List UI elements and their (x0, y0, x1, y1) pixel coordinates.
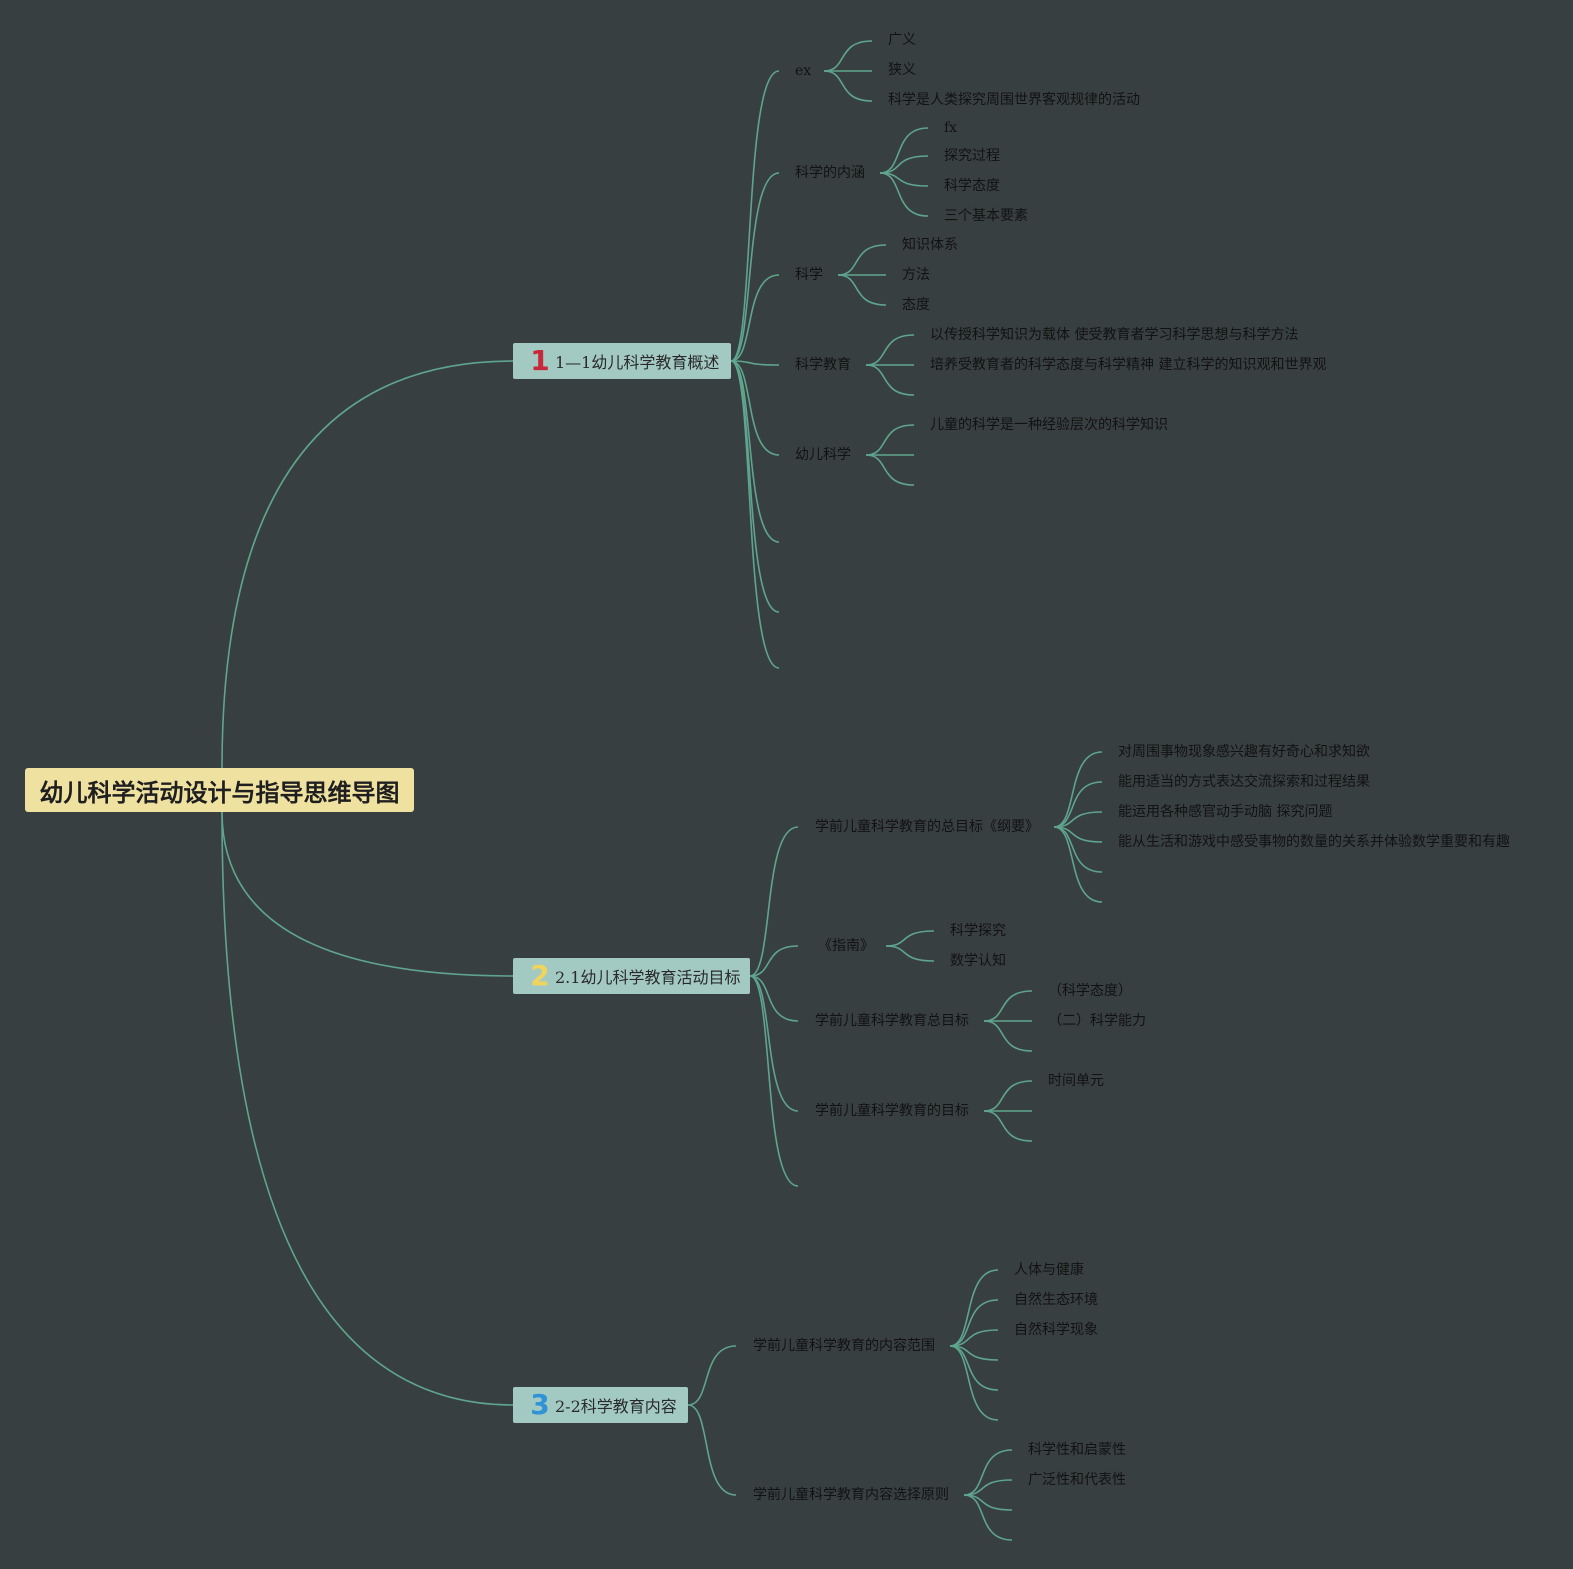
topic-guide[interactable]: 《指南》 (818, 938, 874, 954)
leaf-natural-phenomena[interactable]: 自然科学现象 (1014, 1322, 1098, 1338)
leaf-ecology[interactable]: 自然生态环境 (1014, 1292, 1098, 1308)
connector-line-11 (823, 40, 873, 72)
leaf-experience-knowledge[interactable]: 儿童的科学是一种经验层次的科学知识 (930, 417, 1168, 433)
topic-general-goal[interactable]: 学前儿童科学教育总目标 (815, 1013, 969, 1029)
topic-education-goal[interactable]: 学前儿童科学教育的目标 (815, 1103, 969, 1119)
connector-line-31 (749, 975, 799, 1187)
connector-line-32 (1053, 751, 1103, 828)
connector-line-4 (730, 172, 780, 362)
leaf-body-health[interactable]: 人体与健康 (1014, 1262, 1084, 1278)
leaf-science-inquiry[interactable]: 科学探究 (950, 923, 1006, 939)
connector-line-28 (749, 945, 799, 977)
topic-ex[interactable]: ex (795, 63, 812, 79)
connector-line-8 (730, 360, 780, 543)
connector-line-39 (885, 945, 935, 962)
connector-line-0 (221, 360, 514, 769)
leaf-senses[interactable]: 能运用各种感官动手动脑 探究问题 (1118, 804, 1333, 820)
leaf-inquiry-process[interactable]: 探究过程 (944, 148, 1000, 164)
leaf-curiosity[interactable]: 对周围事物现象感兴趣有好奇心和求知欲 (1118, 744, 1370, 760)
leaf-time-unit[interactable]: 时间单元 (1048, 1073, 1104, 1089)
branch-1-label: 1—1幼儿科学教育概述 (555, 353, 720, 372)
connector-line-38 (885, 930, 935, 947)
connector-line-54 (963, 1449, 1013, 1496)
topic-science[interactable]: 科学 (795, 267, 823, 283)
connector-line-14 (879, 127, 929, 174)
connector-line-24 (865, 424, 915, 456)
connector-line-17 (879, 172, 929, 217)
badge-1-icon: 1 (530, 344, 550, 377)
branch-3-label: 2-2科学教育内容 (555, 1397, 677, 1416)
connector-line-46 (687, 1345, 737, 1406)
leaf-method[interactable]: 方法 (902, 267, 930, 283)
connector-line-18 (837, 244, 887, 276)
connector-line-10 (730, 360, 780, 669)
badge-3-icon: 3 (530, 1388, 550, 1421)
connector-line-7 (730, 360, 780, 456)
leaf-express[interactable]: 能用适当的方式表达交流探索和过程结果 (1118, 774, 1370, 790)
connector-line-3 (730, 70, 780, 362)
leaf-math-cognition[interactable]: 数学认知 (950, 953, 1006, 969)
connector-line-26 (865, 454, 915, 486)
leaf-math-life[interactable]: 能从生活和游戏中感受事物的数量的关系并体验数学重要和有趣 (1118, 834, 1510, 850)
connector-line-27 (749, 826, 799, 977)
connector-line-53 (949, 1345, 999, 1421)
topic-general-goal-outline[interactable]: 学前儿童科学教育的总目标《纲要》 (815, 819, 1039, 835)
connector-line-57 (963, 1494, 1013, 1541)
leaf-science-attitude[interactable]: 科学态度 (944, 178, 1000, 194)
leaf-science-attitude-2[interactable]: （科学态度） (1048, 983, 1132, 999)
connector-line-48 (949, 1269, 999, 1347)
leaf-fx[interactable]: fx (944, 120, 958, 136)
branch-2-label: 2.1幼儿科学教育活动目标 (555, 968, 741, 987)
connector-line-23 (865, 364, 915, 396)
branch-3[interactable]: 3 2-2科学教育内容 (513, 1387, 688, 1423)
branch-2[interactable]: 2 2.1幼儿科学教育活动目标 (513, 958, 750, 994)
connector-line-13 (823, 70, 873, 102)
badge-2-icon: 2 (530, 959, 550, 992)
branch-1[interactable]: 1 1—1幼儿科学教育概述 (513, 343, 731, 379)
topic-child-science[interactable]: 幼儿科学 (795, 447, 851, 463)
leaf-science-definition[interactable]: 科学是人类探究周围世界客观规律的活动 (888, 92, 1140, 108)
connector-line-36 (1053, 826, 1103, 873)
connector-line-21 (865, 334, 915, 366)
connector-line-20 (837, 274, 887, 306)
connector-line-5 (730, 274, 780, 362)
leaf-attitude[interactable]: 态度 (902, 297, 930, 313)
leaf-broad-representative[interactable]: 广泛性和代表性 (1028, 1472, 1126, 1488)
leaf-three-elements[interactable]: 三个基本要素 (944, 208, 1028, 224)
connector-line-30 (749, 975, 799, 1112)
topic-selection-principle[interactable]: 学前儿童科学教育内容选择原则 (753, 1487, 949, 1503)
connector-line-45 (983, 1110, 1033, 1142)
connector-line-52 (949, 1345, 999, 1391)
connector-line-2 (221, 811, 514, 1406)
connector-line-29 (749, 975, 799, 1022)
leaf-education-knowledge[interactable]: 以传授科学知识为载体 使受教育者学习科学思想与科学方法 (930, 327, 1299, 343)
connector-line-1 (221, 811, 514, 977)
topic-science-education[interactable]: 科学教育 (795, 357, 851, 373)
connector-line-43 (983, 1080, 1033, 1112)
leaf-education-attitude[interactable]: 培养受教育者的科学态度与科学精神 建立科学的知识观和世界观 (930, 357, 1327, 373)
leaf-science-ability[interactable]: （二）科学能力 (1048, 1013, 1146, 1029)
topic-science-connotation[interactable]: 科学的内涵 (795, 165, 865, 181)
connector-line-6 (730, 360, 780, 366)
root-topic[interactable]: 幼儿科学活动设计与指导思维导图 (25, 768, 414, 812)
connector-line-40 (983, 990, 1033, 1022)
connector-line-47 (687, 1404, 737, 1496)
connector-line-42 (983, 1020, 1033, 1052)
leaf-guangyi[interactable]: 广义 (888, 32, 916, 48)
leaf-knowledge-system[interactable]: 知识体系 (902, 237, 958, 253)
topic-content-scope[interactable]: 学前儿童科学教育的内容范围 (753, 1338, 935, 1354)
connector-line-37 (1053, 826, 1103, 903)
connector-line-33 (1053, 781, 1103, 828)
leaf-xiayi[interactable]: 狭义 (888, 62, 916, 78)
leaf-scientific-enlightening[interactable]: 科学性和启蒙性 (1028, 1442, 1126, 1458)
connector-line-49 (949, 1299, 999, 1347)
